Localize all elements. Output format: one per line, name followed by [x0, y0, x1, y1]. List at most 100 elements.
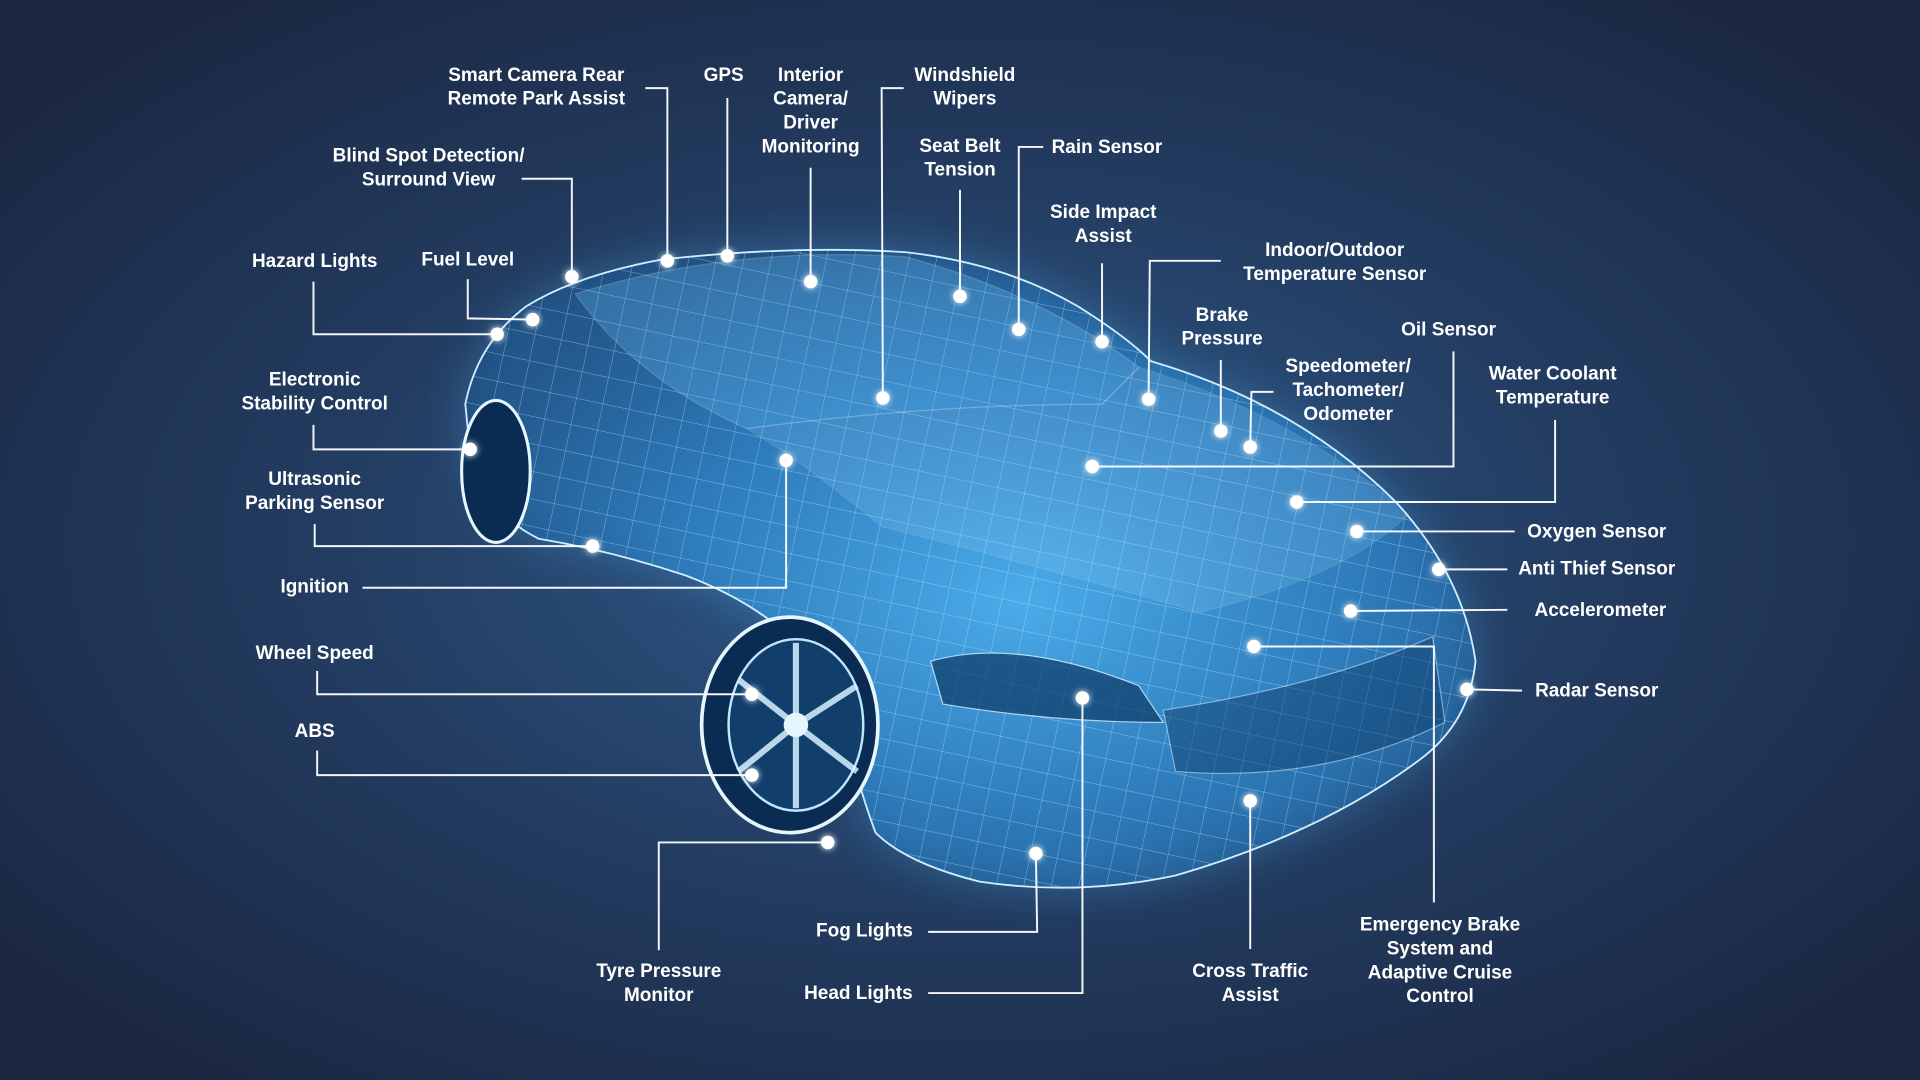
tyre-pressure-leader-line [657, 841, 828, 951]
ultrasonic-leader-line [313, 524, 593, 548]
oil-sensor-sensor-dot [1085, 459, 1099, 474]
car-wireframe [460, 248, 1477, 889]
front-wheel [699, 615, 880, 835]
rain-sensor-label: Rain Sensor [1052, 137, 1163, 158]
hazard-lights-leader-line [312, 281, 498, 336]
brake-pressure-label-line: Pressure [1181, 329, 1262, 350]
head-lights-sensor-dot [1075, 691, 1090, 705]
oxygen-sensor-label-line: Oxygen Sensor [1527, 522, 1667, 543]
speedometer-label-line: Speedometer/ [1285, 356, 1411, 377]
brake-pressure-sensor-dot [1214, 424, 1228, 438]
blind-spot-sensor-dot [565, 270, 579, 284]
head-lights-label-line: Head Lights [804, 983, 913, 1004]
side-impact-sensor-dot [1095, 334, 1109, 349]
stability-control-sensor-dot [463, 442, 477, 457]
emergency-brake-label-line: Adaptive Cruise [1368, 962, 1512, 983]
anti-thief-sensor-dot [1432, 562, 1446, 577]
fog-lights-sensor-dot [1029, 846, 1043, 861]
oxygen-sensor-sensor-dot [1350, 524, 1364, 539]
accelerometer-label: Accelerometer [1535, 600, 1667, 621]
oxygen-sensor-label: Oxygen Sensor [1527, 522, 1667, 543]
hazard-lights-sensor-dot [490, 327, 504, 342]
ignition-leader-line [362, 460, 788, 589]
anti-thief-label: Anti Thief Sensor [1518, 558, 1676, 579]
speedometer-sensor-dot [1243, 440, 1257, 454]
windshield-wipers-leader-line [880, 87, 904, 398]
ultrasonic-sensor-dot [585, 539, 600, 553]
windshield-wipers-label-line: Windshield [914, 65, 1015, 86]
seat-belt-label-line: Seat Belt [919, 136, 1001, 157]
stability-control-leader-line [312, 424, 471, 451]
emergency-brake-label-line: System and [1387, 938, 1493, 959]
oil-sensor-label: Oil Sensor [1401, 320, 1496, 341]
fog-lights-label-line: Fog Lights [816, 921, 913, 942]
cross-traffic-label-line: Cross Traffic [1192, 961, 1308, 982]
abs-leader-line [316, 750, 752, 777]
fuel-level-sensor-dot [525, 312, 540, 327]
water-coolant-label-line: Temperature [1496, 387, 1610, 408]
wheel-speed-leader-line [316, 671, 752, 696]
tyre-pressure-label-line: Tyre Pressure [596, 961, 721, 982]
fuel-level-label-line: Fuel Level [421, 250, 514, 271]
radar-sensor-sensor-dot [1460, 682, 1474, 697]
gps-sensor-dot [720, 249, 735, 263]
seat-belt-sensor-dot [953, 289, 967, 304]
interior-camera-label-line: Interior [778, 65, 844, 86]
abs-label: ABS [295, 721, 335, 742]
ignition-label-line: Ignition [280, 577, 348, 598]
speedometer-label-line: Odometer [1303, 404, 1393, 425]
smart-camera-label-line: Smart Camera Rear [448, 65, 625, 86]
emergency-brake-label-line: Control [1406, 986, 1473, 1007]
ultrasonic-label-line: Parking Sensor [245, 493, 385, 514]
blind-spot-label: Blind Spot Detection/Surround View [333, 146, 526, 191]
wheel-speed-label-line: Wheel Speed [256, 643, 374, 664]
cross-traffic-label-line: Assist [1222, 985, 1280, 1006]
wheel-speed-sensor-dot [745, 687, 759, 702]
radar-sensor-leader-line [1466, 688, 1523, 692]
fuel-level-label: Fuel Level [421, 250, 514, 271]
oil-sensor-label-line: Oil Sensor [1401, 320, 1496, 341]
water-coolant-label-line: Water Coolant [1489, 364, 1618, 385]
temperature-sensor-sensor-dot [1141, 392, 1156, 406]
hazard-lights-label: Hazard Lights [252, 251, 377, 272]
radar-sensor-label-line: Radar Sensor [1535, 681, 1659, 702]
interior-camera-sensor-dot [803, 274, 818, 289]
radar-sensor-label: Radar Sensor [1535, 681, 1659, 702]
accelerometer-label-line: Accelerometer [1535, 600, 1667, 621]
tyre-pressure-label-line: Monitor [624, 985, 694, 1006]
accelerometer-leader-line [1350, 608, 1508, 612]
emergency-brake-leader-line [1253, 645, 1435, 903]
leader-lines [312, 87, 1557, 995]
cross-traffic-sensor-dot [1243, 794, 1257, 808]
anti-thief-label-line: Anti Thief Sensor [1518, 558, 1676, 579]
emergency-brake-sensor-dot [1247, 639, 1261, 654]
fuel-level-leader-line [466, 279, 533, 321]
fog-lights-leader-line [928, 853, 1039, 933]
smart-camera-label-line: Remote Park Assist [448, 89, 626, 110]
interior-camera-label-line: Camera/ [773, 89, 849, 110]
ultrasonic-label-line: Ultrasonic [268, 469, 361, 490]
smart-camera-leader-line [645, 87, 669, 261]
seat-belt-label-line: Tension [924, 160, 995, 181]
stability-control-label-line: Electronic [269, 370, 361, 391]
emergency-brake-label-line: Emergency Brake [1360, 915, 1520, 936]
windshield-wipers-sensor-dot [876, 391, 890, 405]
abs-sensor-dot [745, 768, 759, 782]
oil-sensor-leader-line [1092, 351, 1455, 468]
head-lights-label: Head Lights [804, 983, 913, 1004]
side-impact-label-line: Side Impact [1050, 202, 1157, 223]
rear-wheel [460, 398, 532, 544]
side-impact-label-line: Assist [1075, 226, 1133, 247]
